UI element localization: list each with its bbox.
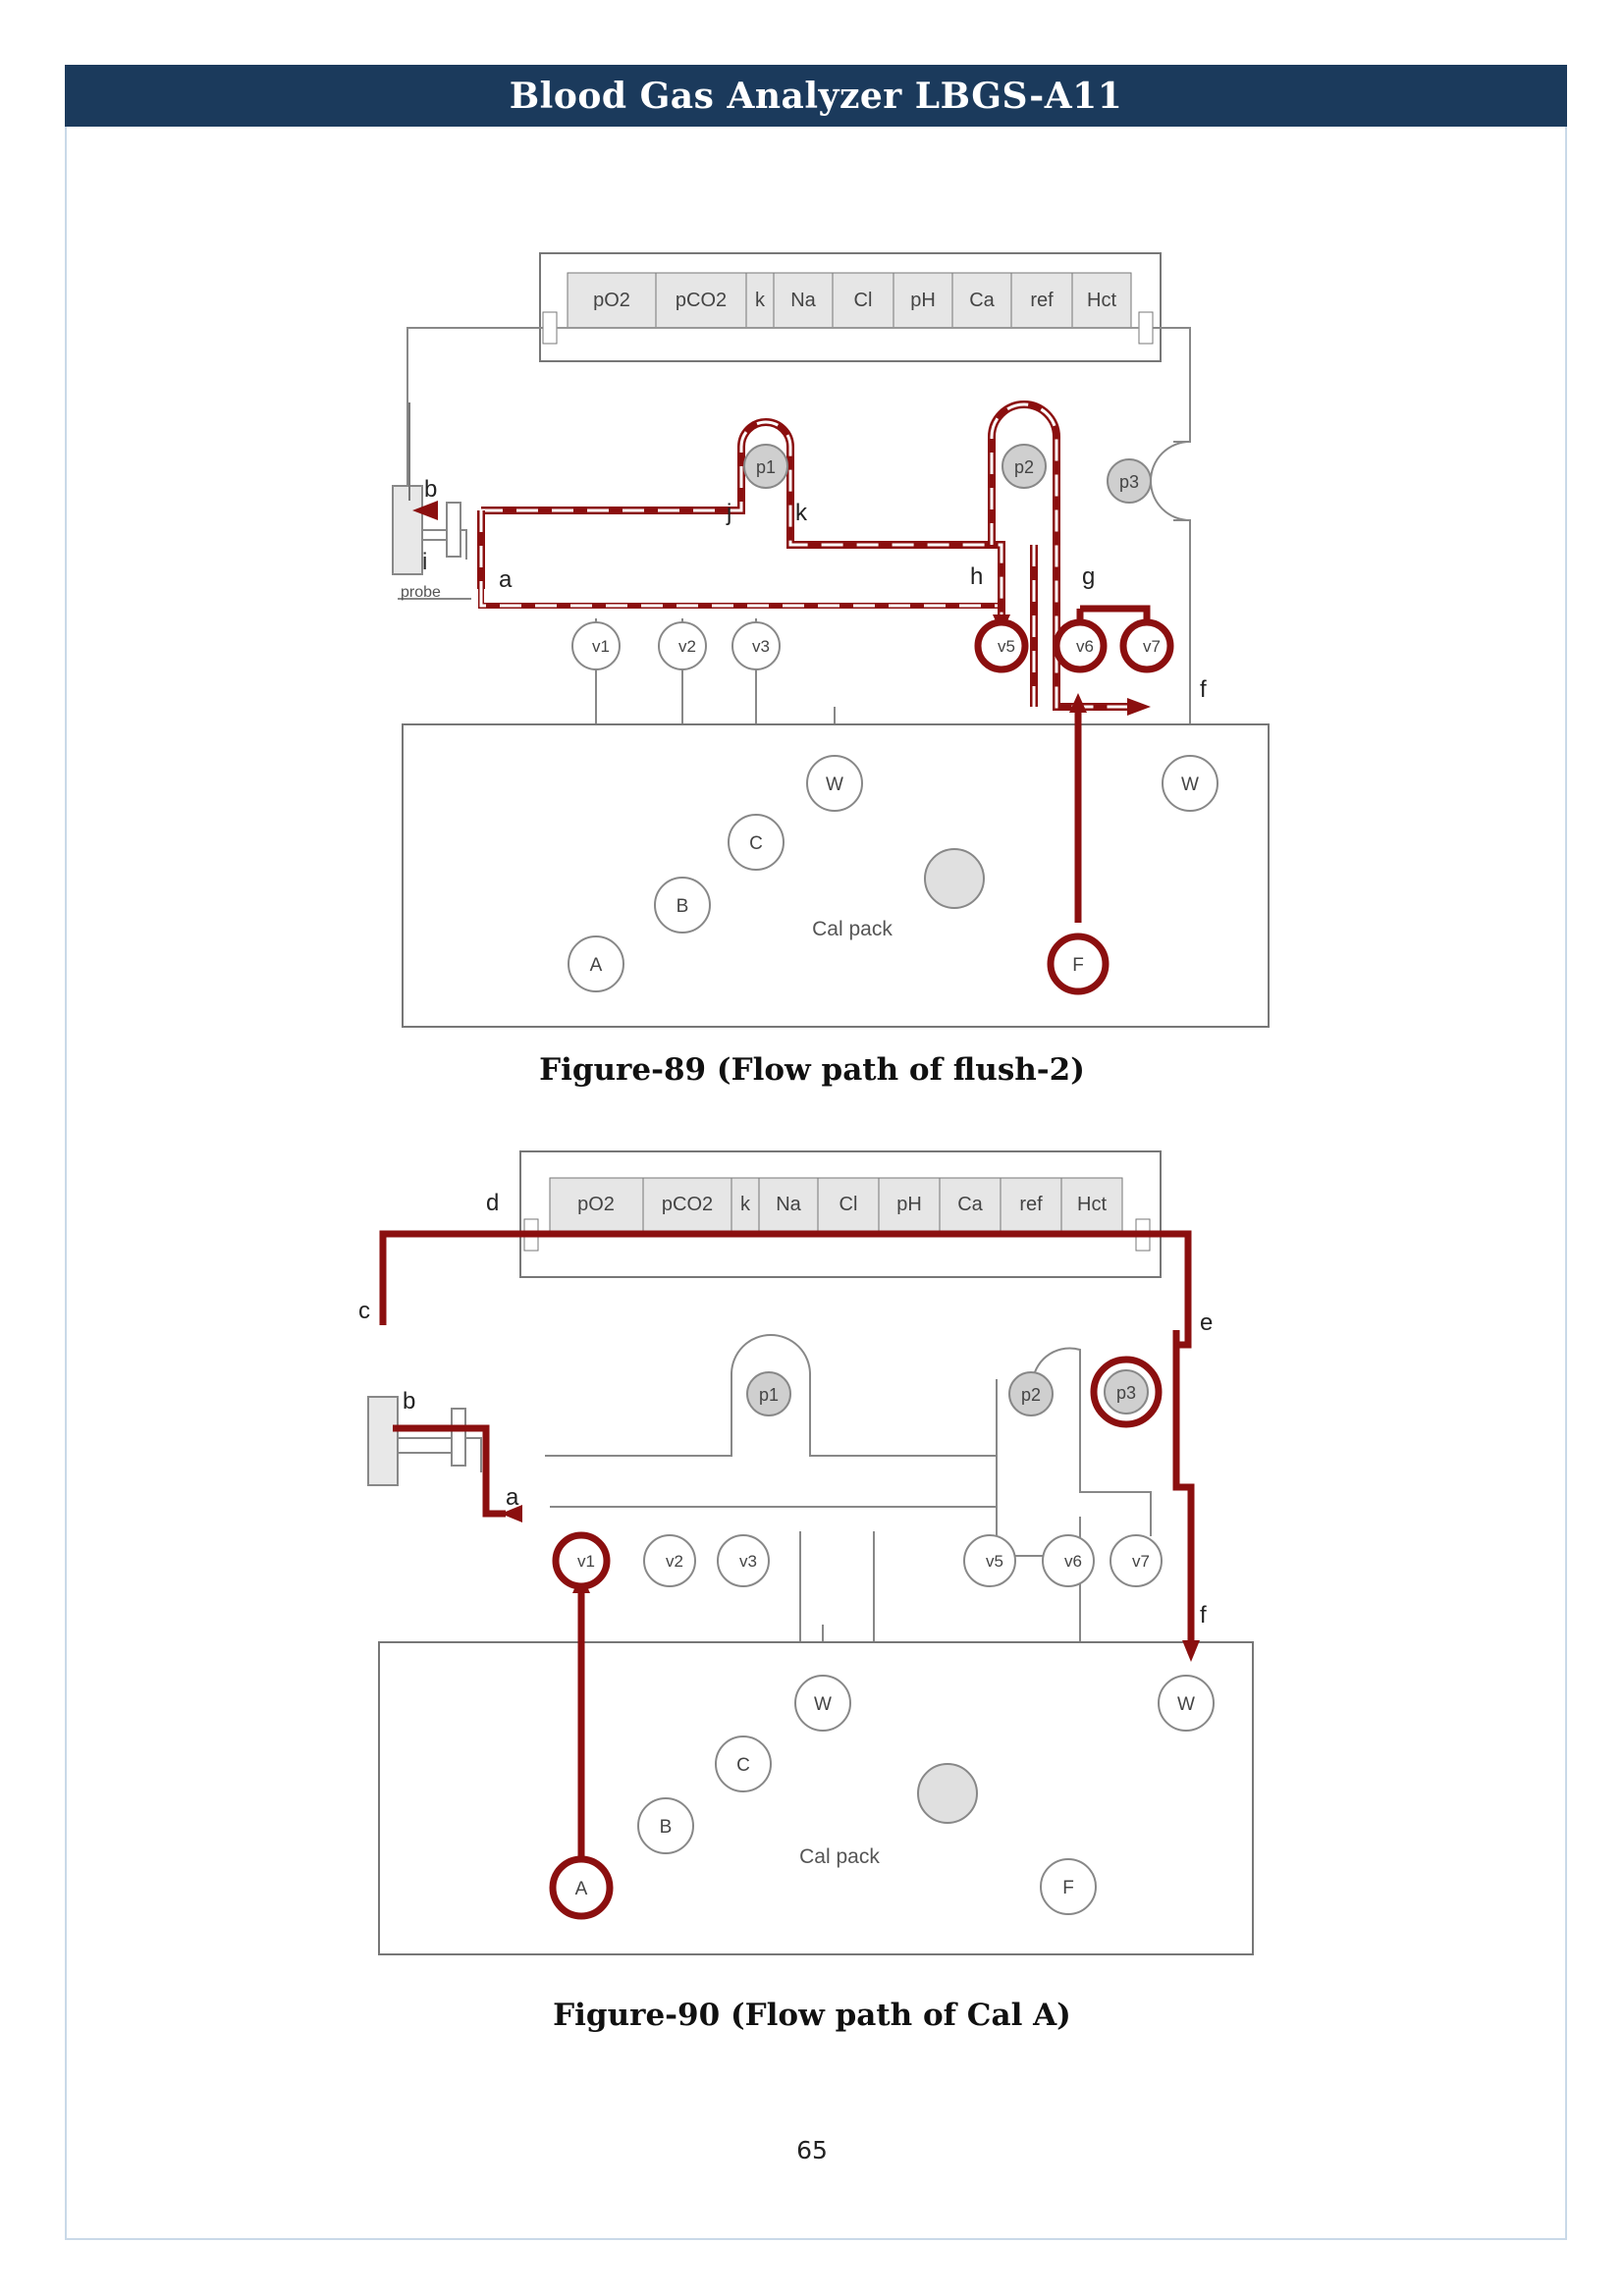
pump-label: p1 bbox=[756, 457, 776, 477]
flow-path bbox=[379, 1230, 1195, 1890]
path-letter: a bbox=[506, 1484, 519, 1511]
sensor-label: pCO2 bbox=[662, 1194, 713, 1215]
path-letter: f bbox=[1200, 676, 1207, 703]
figure-89-diagram: pO2 pCO2 k Na Cl pH Ca ref Hct probe Cal… bbox=[353, 245, 1286, 1031]
valve-label: v6 bbox=[1064, 1552, 1082, 1571]
sensor-label: k bbox=[755, 290, 766, 311]
reservoirs bbox=[568, 755, 1218, 995]
unlabeled-reservoir bbox=[924, 848, 985, 909]
valve-label: v1 bbox=[577, 1552, 595, 1571]
page-number: 65 bbox=[796, 2136, 828, 2164]
pump-label: p3 bbox=[1116, 1383, 1136, 1403]
sensor-label: k bbox=[740, 1194, 751, 1215]
valves bbox=[552, 1531, 1163, 1590]
valve-label: v5 bbox=[986, 1552, 1003, 1571]
figure-90-caption: Figure-90 (Flow path of Cal A) bbox=[553, 1998, 1071, 2033]
pump-label: p2 bbox=[1014, 457, 1034, 477]
sensor-label: Na bbox=[776, 1194, 801, 1215]
valve-label: v3 bbox=[739, 1552, 757, 1571]
sensor-label: pCO2 bbox=[676, 290, 727, 311]
reagent-label: C bbox=[736, 1755, 750, 1776]
sensor-label: pH bbox=[910, 290, 936, 311]
pump-label: p1 bbox=[759, 1385, 779, 1405]
reagent-label: F bbox=[1072, 955, 1084, 976]
path-letter: h bbox=[970, 563, 983, 590]
valve-label: v2 bbox=[666, 1552, 683, 1571]
cal-pack-label: Cal pack bbox=[812, 918, 893, 940]
valve-label: v5 bbox=[998, 637, 1015, 656]
valve-label: v2 bbox=[678, 637, 696, 656]
path-letter: g bbox=[1082, 563, 1095, 590]
sensor-label: ref bbox=[1030, 290, 1054, 311]
sensor-strip: pO2 pCO2 k Na Cl pH Ca ref Hct bbox=[567, 272, 1132, 329]
reagent-label: B bbox=[677, 896, 689, 917]
probe-label: probe bbox=[401, 584, 441, 601]
sensor-label: pO2 bbox=[593, 290, 630, 311]
path-letter: j bbox=[726, 500, 731, 526]
path-letter: i bbox=[422, 549, 427, 575]
sensor-label: Na bbox=[790, 290, 816, 311]
reagent-label: A bbox=[590, 955, 603, 976]
path-letter: c bbox=[358, 1298, 370, 1324]
pumps: p1 p2 p3 bbox=[746, 1356, 1163, 1428]
reservoirs bbox=[549, 1675, 1215, 1920]
reagent-label: B bbox=[660, 1817, 673, 1838]
reagent-label: F bbox=[1062, 1878, 1074, 1898]
path-letter: b bbox=[424, 476, 437, 503]
sensor-label: Hct bbox=[1087, 290, 1116, 311]
reagent-label: A bbox=[575, 1879, 588, 1899]
valve-label: v6 bbox=[1076, 637, 1094, 656]
waste-label: W bbox=[826, 774, 843, 795]
waste-label: W bbox=[1177, 1694, 1195, 1715]
path-letter: f bbox=[1200, 1602, 1207, 1629]
pump-label: p2 bbox=[1021, 1385, 1041, 1405]
unlabeled-reservoir bbox=[917, 1763, 978, 1824]
path-letter: a bbox=[499, 566, 513, 593]
sensor-label: Ca bbox=[957, 1194, 983, 1215]
sensor-label: Cl bbox=[839, 1194, 858, 1215]
reagent-label: C bbox=[749, 833, 763, 854]
sensor-label: Hct bbox=[1077, 1194, 1107, 1215]
valves bbox=[571, 618, 1174, 673]
sensor-label: Cl bbox=[854, 290, 873, 311]
cal-pack-label: Cal pack bbox=[799, 1845, 880, 1868]
sensor-label: ref bbox=[1019, 1194, 1043, 1215]
sensor-label: pH bbox=[896, 1194, 922, 1215]
path-letter: e bbox=[1200, 1309, 1213, 1336]
valve-label: v1 bbox=[592, 637, 610, 656]
figure-90-diagram: pO2 pCO2 k Na Cl pH Ca ref Hct Cal pack bbox=[353, 1144, 1286, 1968]
sensor-label: Ca bbox=[969, 290, 995, 311]
sensor-strip: pO2 pCO2 k Na Cl pH Ca ref Hct bbox=[549, 1177, 1123, 1233]
flow-path bbox=[477, 400, 1151, 923]
path-letter: k bbox=[795, 500, 808, 526]
valve-label: v3 bbox=[752, 637, 770, 656]
pumps: p1 p2 p3 bbox=[743, 441, 1191, 521]
valve-label: v7 bbox=[1143, 637, 1161, 656]
figure-89-caption: Figure-89 (Flow path of flush-2) bbox=[539, 1052, 1085, 1088]
waste-label: W bbox=[814, 1694, 832, 1715]
header-title: Blood Gas Analyzer LBGS-A11 bbox=[509, 75, 1123, 117]
path-letter: b bbox=[403, 1388, 415, 1415]
waste-label: W bbox=[1181, 774, 1199, 795]
sensor-label: pO2 bbox=[577, 1194, 615, 1215]
path-letter: d bbox=[486, 1190, 499, 1216]
valve-label: v7 bbox=[1132, 1552, 1150, 1571]
pump-label: p3 bbox=[1119, 472, 1139, 492]
header-bar: Blood Gas Analyzer LBGS-A11 bbox=[65, 65, 1567, 127]
